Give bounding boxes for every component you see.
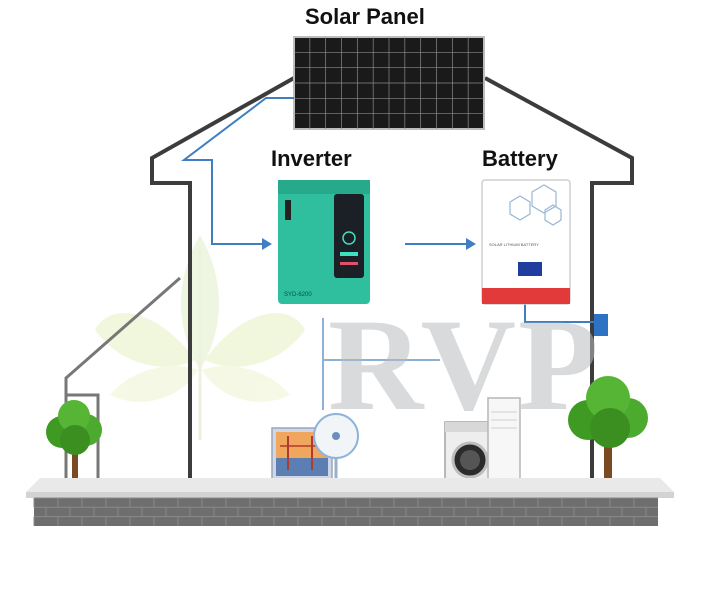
battery-brand-text: SOLAR LITHIUM BATTERY — [489, 242, 539, 247]
flow-lines — [181, 97, 594, 410]
solar-panel-label: Solar Panel — [305, 4, 425, 29]
battery-unit: SOLAR LITHIUM BATTERY — [481, 179, 571, 305]
battery-label: Battery — [482, 146, 558, 171]
tree-left — [46, 400, 102, 484]
leaf-watermark — [95, 235, 305, 440]
inverter-label: Inverter — [271, 146, 352, 171]
arrow-heads — [262, 238, 476, 250]
inverter-model-text: SYD-6200 — [284, 292, 312, 298]
tree-right — [568, 376, 648, 486]
rvp-watermark: RVP — [328, 291, 601, 438]
washing-machine-appliance — [444, 421, 496, 489]
solar-panel — [293, 36, 485, 130]
inverter-unit: SYD-6200 — [278, 180, 370, 304]
house-outline — [150, 76, 634, 488]
ground — [26, 478, 674, 526]
distribution-box — [594, 314, 608, 336]
